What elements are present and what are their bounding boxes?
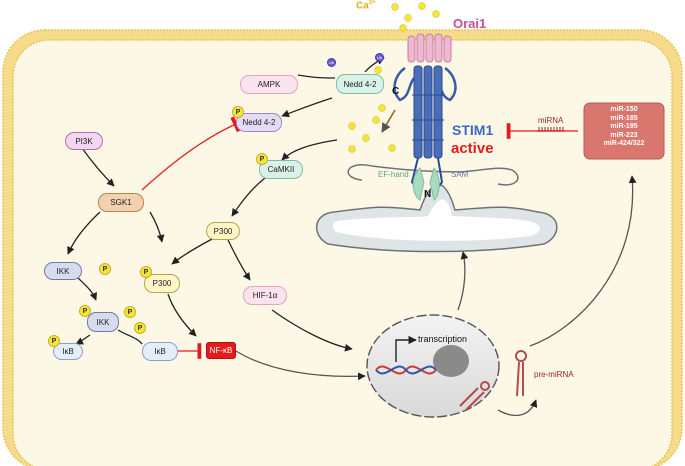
sam-label: SAM: [451, 170, 469, 179]
hairpin-nucleus: [459, 381, 490, 411]
node-nf-kb: NF-κB: [206, 342, 236, 359]
phosphate-icon: P: [48, 335, 60, 347]
phosphate-icon: P: [232, 106, 244, 118]
node-ampk: AMPK: [240, 75, 298, 94]
ef-hand-label: EF-hand: [378, 170, 409, 179]
node-camkii: CaMKII: [259, 160, 303, 179]
node-ikb-a: IκB: [53, 343, 83, 360]
phosphate-icon: P: [134, 322, 146, 334]
mirna-list: miR-150 miR-185 miR-195 miR-223 miR-424/…: [584, 106, 664, 149]
mirna-list-box: [583, 102, 665, 160]
mirna-item: miR-195: [610, 123, 638, 131]
mirna-label: miRNA: [538, 116, 564, 125]
pre-mirna-hairpin: [515, 350, 527, 397]
node-ikk-b: IKK: [87, 312, 119, 332]
mirna-item: miR-424/322: [603, 140, 645, 148]
stim1-label: STIM1: [452, 122, 494, 138]
mirna-item: miR-223: [610, 131, 638, 139]
node-ikb-b: IκB: [142, 342, 178, 361]
orai1-channel: [407, 33, 452, 63]
nucleolus: [433, 345, 469, 377]
ubiquitin-icon: Ub: [375, 53, 384, 62]
node-sgk1: SGK1: [98, 193, 144, 212]
er-membrane-top: [347, 164, 519, 186]
pathway-arrows: [67, 57, 637, 417]
phosphate-icon: P: [79, 305, 91, 317]
transcription-label: transcription: [418, 334, 468, 344]
node-nedd4-2-phosphorylated: Nedd 4-2: [236, 113, 282, 132]
phosphate-icon: P: [140, 266, 152, 278]
node-p300-a: P300: [206, 222, 240, 240]
mirna-item: miR-150: [610, 106, 638, 113]
stim1-c-terminus-label: C: [392, 86, 400, 97]
node-pi3k: PI3K: [65, 132, 103, 150]
transcription-arrow: [395, 335, 417, 362]
mirna-item: miR-185: [610, 114, 638, 122]
stim1-protein: [381, 65, 457, 201]
node-hif-1a: HIF-1α: [243, 286, 287, 305]
phosphate-icon: P: [256, 153, 268, 165]
phosphate-icon: P: [99, 263, 111, 275]
ubiquitin-icon: Ub: [327, 58, 336, 67]
nucleus: [366, 314, 500, 418]
node-nedd4-2: Nedd 4-2: [336, 74, 384, 94]
inhibition-lines: [141, 116, 578, 359]
pre-mirna-label: pre-miRNA: [534, 370, 574, 379]
orai1-label: Orai1: [453, 16, 487, 31]
active-label: active: [451, 140, 494, 157]
node-ikk-a: IKK: [44, 262, 82, 280]
calcium-ions: [348, 2, 440, 153]
phosphate-icon: P: [124, 306, 136, 318]
cytoplasm: [12, 39, 673, 466]
node-p300-b: P300: [144, 274, 180, 293]
er-lumen-inner: [332, 199, 540, 241]
calcium-label: Ca2+: [356, 0, 376, 12]
dna-helix: [375, 365, 437, 375]
stim1-n-terminus-label: N: [424, 189, 432, 200]
